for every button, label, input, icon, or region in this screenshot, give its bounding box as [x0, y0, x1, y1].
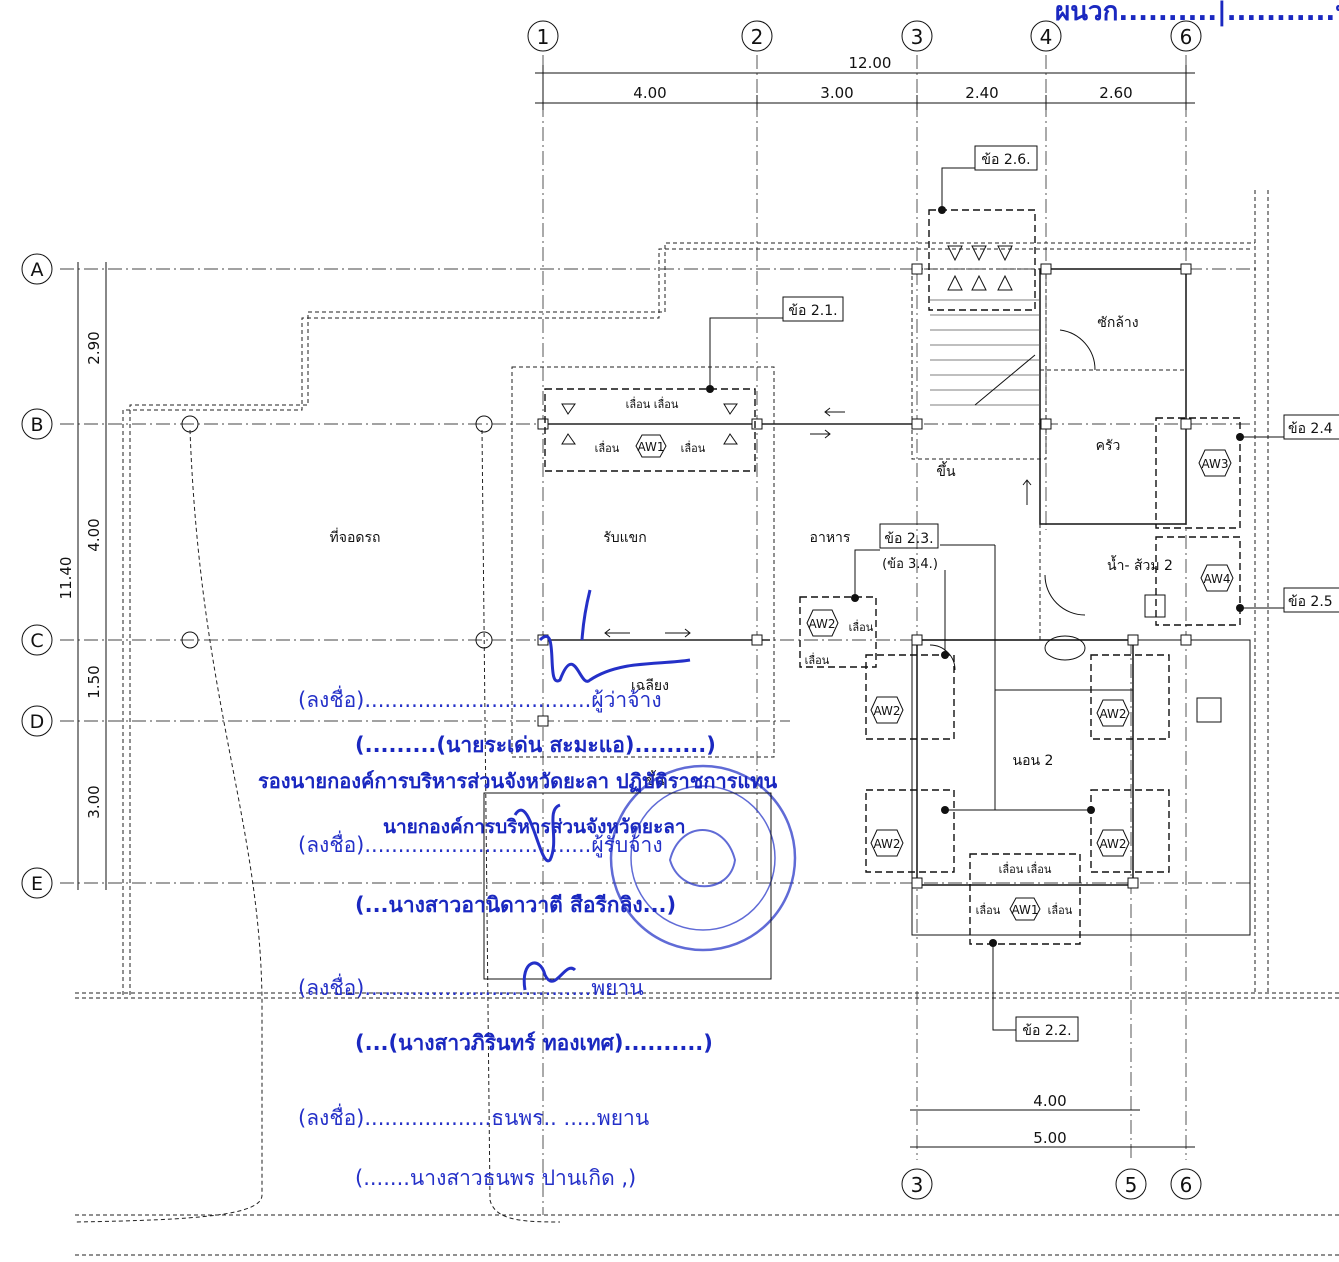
window-tags: AW1 AW1 AW2 AW2 AW2 AW2 AW2 AW3 AW4 [635, 434, 1234, 921]
callout-2-2: ข้อ 2.2. [1022, 1023, 1071, 1039]
dim-top-seg-4: 2.60 [1099, 84, 1132, 102]
row-bubbles: A B C D E [21, 253, 53, 899]
col-label-4: 4 [1040, 25, 1053, 49]
slide-label-4: เลื่อน เลื่อน [999, 861, 1052, 876]
tag-aw3: AW3 [1201, 457, 1228, 471]
dim-left-seg-3: 1.50 [85, 665, 103, 698]
row-label-d: D [30, 711, 45, 733]
callout-2-4: ข้อ 2.4 [1288, 421, 1333, 437]
room-laundry: ซักล้าง [1097, 315, 1138, 331]
callout-3-4: (ข้อ 3.4.) [882, 557, 938, 572]
sig-4-name: (.......นางสาวธนพร ปานเกิด ,) [355, 1166, 636, 1190]
sig-3-name: (...(นางสาวภิรินทร์ ทองเทศ)..........) [355, 1031, 713, 1055]
callout-2-1: ข้อ 2.1. [788, 303, 837, 319]
slide-label-3: เลื่อน [681, 440, 706, 455]
col-label-b5: 5 [1125, 1173, 1138, 1197]
dimension-left: 11.40 2.90 4.00 1.50 3.00 [57, 262, 107, 890]
tag-aw2-a: AW2 [808, 617, 835, 631]
sig-2-sign: (ลงชื่อ)................................… [298, 830, 663, 858]
tag-aw1-a: AW1 [637, 440, 664, 454]
callout-2-3: ข้อ 2.3. [884, 531, 933, 547]
slide-label-7: เลื่อน [849, 619, 874, 634]
dim-left-seg-1: 2.90 [85, 331, 103, 364]
direction-arrows [604, 407, 1032, 638]
signature-block: (ลงชื่อ)................................… [258, 685, 777, 1190]
dim-bottom-2: 5.00 [1033, 1129, 1066, 1147]
callout-2-6: ข้อ 2.6. [981, 152, 1030, 168]
sig-1-sign: (ลงชื่อ)................................… [298, 685, 662, 713]
sig-2-title: นายกองค์การบริหารส่วนจังหวัดยะลา [383, 816, 686, 838]
room-kitchen: ครัว [1096, 438, 1121, 454]
window-symbols [561, 245, 1013, 445]
tag-aw2-d: AW2 [1099, 707, 1126, 721]
appendix-header: ผนวก..........|...........หน้า [1055, 0, 1339, 27]
tag-aw2-e: AW2 [1099, 837, 1126, 851]
callout-2-5: ข้อ 2.5 [1288, 594, 1333, 610]
room-porch: เฉลียง [631, 678, 669, 694]
slide-labels: เลื่อน เลื่อน เลื่อน เลื่อน เลื่อน เลื่อ… [595, 396, 1073, 917]
dim-top-total: 12.00 [849, 54, 892, 72]
slide-label-1: เลื่อน เลื่อน [626, 396, 679, 411]
room-bath: น้ำ- ส้วม 2 [1107, 555, 1173, 574]
col-label-3: 3 [911, 25, 924, 49]
row-label-c: C [30, 630, 43, 652]
room-parking: ที่จอดรถ [330, 528, 381, 546]
slide-label-5: เลื่อน [976, 902, 1001, 917]
sig-3-sign: (ลงชื่อ)................................… [298, 973, 644, 1000]
sig-2-name: (...นางสาวอานิดาวาตี สือรีกลิง...) [355, 893, 676, 917]
sig-1-title: รองนายกองค์การบริหารส่วนจังหวัดยะลา ปฏิบ… [258, 769, 777, 793]
callouts: ข้อ 2.1. ข้อ 2.6. ข้อ 2.3. (ข้อ 3.4.) ข้… [706, 145, 1339, 1042]
col-label-6: 6 [1180, 25, 1193, 49]
dim-left-seg-4: 3.00 [85, 785, 103, 818]
stair-up-label: ขึ้น [936, 461, 956, 480]
dim-top-seg-3: 2.40 [965, 84, 998, 102]
dimension-bottom: 4.00 5.00 [910, 1092, 1195, 1148]
tag-aw2-c: AW2 [873, 837, 900, 851]
room-dining: อาหาร [810, 530, 851, 546]
dim-bottom-1: 4.00 [1033, 1092, 1066, 1110]
official-seal [609, 764, 797, 952]
dimension-top: 12.00 4.00 3.00 2.40 2.60 [535, 54, 1195, 110]
row-label-b: B [30, 414, 43, 436]
dim-left-seg-2: 4.00 [85, 518, 103, 551]
column-bubbles-top: 1 2 3 4 6 [527, 20, 1202, 52]
room-bedroom: นอน 2 [1013, 753, 1054, 769]
tag-aw1-b: AW1 [1011, 903, 1038, 917]
sig-1-name: (.........(นายระเด่น สะมะแอ).........) [355, 733, 716, 757]
window-zones [544, 209, 1241, 945]
col-label-b6: 6 [1180, 1173, 1193, 1197]
row-label-e: E [31, 873, 43, 895]
row-label-a: A [31, 259, 44, 281]
tag-aw4: AW4 [1203, 572, 1230, 586]
handwritten-signatures [513, 589, 691, 991]
col-label-b3: 3 [911, 1173, 924, 1197]
dim-top-seg-1: 4.00 [633, 84, 666, 102]
slide-label-8: เลื่อน [805, 652, 830, 667]
room-labels: ที่จอดรถ รับแขก อาหาร ซักล้าง ครัว น้ำ- … [330, 315, 1173, 789]
col-label-2: 2 [751, 25, 764, 49]
tag-aw2-b: AW2 [873, 704, 900, 718]
sig-4-sign: (ลงชื่อ)...................ธนพร.. .....พ… [298, 1103, 649, 1130]
slide-label-6: เลื่อน [1048, 902, 1073, 917]
walls [74, 190, 1339, 1256]
slide-label-2: เลื่อน [595, 440, 620, 455]
room-living: รับแขก [603, 530, 646, 546]
dim-left-total: 11.40 [57, 557, 75, 600]
dim-top-seg-2: 3.00 [820, 84, 853, 102]
col-label-1: 1 [537, 25, 550, 49]
column-bubbles-bottom: 3 5 6 [901, 1168, 1202, 1200]
